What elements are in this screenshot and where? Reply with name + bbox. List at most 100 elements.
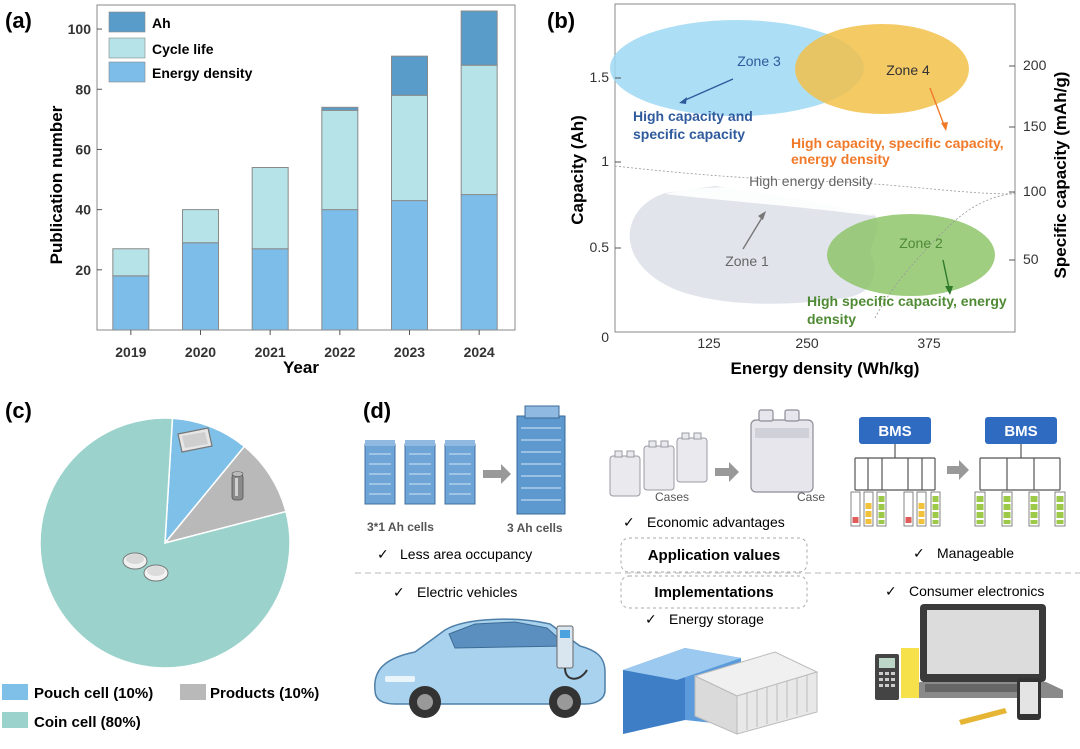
zone-3-desc: High capacity and	[633, 108, 753, 124]
legend-swatch-cycle-life	[108, 37, 146, 59]
legend-label-cycle-life: Cycle life	[152, 41, 214, 57]
check-icon: ✓	[913, 545, 925, 561]
bms-diagram-right: BMS	[979, 417, 1061, 491]
zone-3-arrow	[682, 78, 734, 102]
implementation-diagram: (d) 3*1 Ah cells 3 Ah cells	[355, 398, 1080, 735]
application-values-box	[620, 537, 808, 573]
x-tick-label: 2020	[185, 344, 216, 360]
arrowhead	[679, 97, 687, 104]
zone-4-label: Zone 4	[886, 62, 930, 78]
legend-swatch-energy-density	[108, 61, 146, 83]
value-economic: Economic advantages	[647, 514, 785, 530]
bms-label: BMS	[1004, 423, 1037, 440]
arrow-right-icon	[715, 462, 739, 482]
zone-4-region	[795, 24, 969, 114]
bar-segment	[321, 209, 359, 331]
zone-1-region	[629, 186, 878, 304]
implementations-box	[620, 575, 808, 609]
x-axis-label: Year	[283, 358, 319, 377]
zone-3-region	[610, 20, 864, 116]
small-buildings-image	[364, 440, 476, 505]
zone-1-label: Zone 1	[725, 253, 769, 269]
x-tick: 375	[917, 335, 941, 351]
large-case-image	[750, 409, 814, 493]
y-tick: 1	[601, 153, 609, 169]
zone-4-desc: High capacity, specific capacity,	[791, 135, 1004, 151]
bms-diagram-left: BMS	[854, 417, 936, 491]
high-energy-threshold-line	[614, 165, 1016, 195]
tall-building-image	[516, 405, 566, 515]
y-tick: 1.5	[590, 69, 610, 85]
bar-segment	[391, 200, 428, 331]
x-tick-label: 2022	[324, 344, 355, 360]
impl-consumer-electronics: Consumer electronics	[909, 583, 1044, 599]
arrow-right-icon	[483, 464, 511, 484]
legend-swatch-pouch	[2, 684, 28, 700]
bar-segment	[112, 275, 150, 331]
bms-label: BMS	[878, 423, 911, 440]
bms-box	[985, 417, 1057, 444]
panel-c: (c) Pouch cell (10%) Products (10%) Coin…	[0, 390, 350, 744]
arrowhead	[941, 122, 948, 131]
impl-electric-vehicles: Electric vehicles	[417, 584, 517, 600]
high-energy-density-label: High energy density	[749, 173, 873, 189]
legend-swatch-products	[180, 684, 206, 700]
zone-1-inner-cut	[665, 187, 875, 216]
y2-tick: 150	[1023, 118, 1047, 134]
battery-cells-right	[974, 491, 1066, 527]
coin-cell-image	[122, 552, 169, 582]
x-tick-label: 2019	[115, 344, 146, 360]
y-tick: 0.5	[590, 239, 610, 255]
charger-image	[556, 625, 588, 680]
arrowhead	[758, 211, 766, 220]
bar-segment	[321, 106, 359, 111]
x-tick-label: 2024	[464, 344, 495, 360]
bar-segment	[182, 209, 219, 244]
cells-label-large: 3 Ah cells	[507, 521, 563, 535]
panel-label-c: (c)	[5, 398, 32, 423]
cases-label: Cases	[655, 490, 689, 504]
zone-2-desc: High specific capacity, energy	[807, 293, 1007, 309]
y-tick-label: 60	[75, 141, 91, 157]
bar-segment	[391, 94, 428, 202]
y-tick-label: 20	[75, 262, 91, 278]
zone-3-label: Zone 3	[737, 53, 781, 69]
x-tick: 125	[697, 335, 721, 351]
bar-segment	[251, 167, 289, 250]
zone-2-desc: density	[807, 311, 856, 327]
zone-4-arrow	[929, 87, 945, 126]
pouch-cell-image	[177, 427, 213, 453]
pie-chart: (c) Pouch cell (10%) Products (10%) Coin…	[2, 398, 319, 731]
legend-label-energy-density: Energy density	[152, 65, 253, 81]
specific-capacity-line	[874, 192, 1016, 319]
bar-segment	[321, 109, 359, 211]
check-icon: ✓	[377, 546, 389, 562]
arrowhead	[945, 286, 953, 295]
check-icon: ✓	[393, 584, 405, 600]
y-axis-label-b: Capacity (Ah)	[568, 115, 587, 225]
zone-2-label: Zone 2	[899, 235, 943, 251]
legend-label-ah: Ah	[152, 15, 171, 31]
zone-4-desc: energy density	[791, 151, 890, 167]
plot-frame-b	[614, 3, 1016, 333]
y-tick-label: 100	[68, 21, 92, 37]
implementations-label: Implementations	[654, 584, 773, 601]
legend-swatch-ah	[108, 11, 146, 33]
small-cases-image	[609, 432, 708, 497]
battery-cells-left	[850, 491, 941, 527]
pie-slice	[39, 417, 291, 669]
impl-energy-storage: Energy storage	[669, 611, 764, 627]
panel-label-a: (a)	[5, 8, 32, 33]
y-tick: 0	[601, 329, 609, 345]
y2-tick: 200	[1023, 57, 1047, 73]
bar-segment	[182, 242, 219, 331]
zone-1-arrow	[742, 215, 764, 250]
bar-segment	[112, 248, 150, 277]
y-axis-label: Publication number	[47, 105, 66, 264]
zone-2-region	[827, 214, 995, 296]
arrow-right-icon	[947, 460, 969, 480]
y2-axis-label: Specific capacity (mAh/g)	[1051, 72, 1070, 279]
cylinder-cell-image	[231, 471, 244, 501]
